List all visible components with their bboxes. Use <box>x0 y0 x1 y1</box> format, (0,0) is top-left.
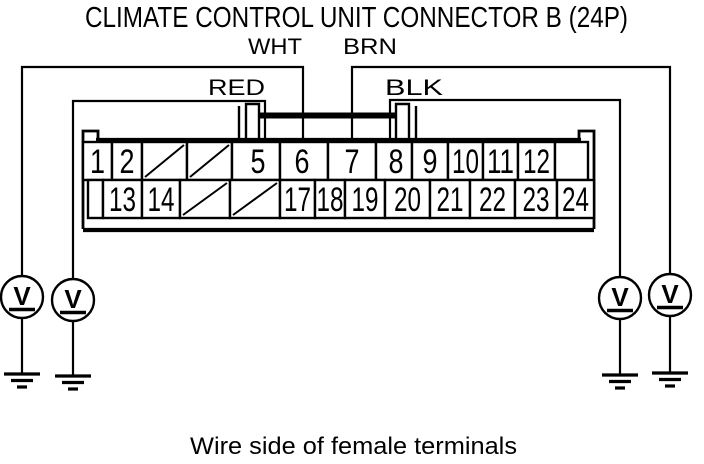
pin-number-5: 5 <box>251 143 266 181</box>
wht-wire <box>20 65 305 276</box>
pin-number-10: 10 <box>452 143 479 181</box>
pin-cell-6 <box>278 140 330 182</box>
voltmeter-1: V <box>0 274 45 320</box>
blank-cell-bottom-left <box>86 178 105 220</box>
pin-cell-2 <box>110 140 144 182</box>
pin-number-22: 22 <box>479 181 506 219</box>
pin-number-6: 6 <box>295 143 310 181</box>
pin-number-2: 2 <box>120 143 135 181</box>
pin-cell-19 <box>343 178 387 220</box>
pin-number-9: 9 <box>423 143 438 181</box>
pin-number-14: 14 <box>148 181 175 219</box>
voltmeter-v-glyph: V <box>661 279 679 309</box>
pin-cell-24 <box>555 178 596 220</box>
brn-wire <box>350 65 672 274</box>
pin-number-12: 12 <box>523 143 550 181</box>
pin-number-13: 13 <box>109 181 136 219</box>
ground-symbol-3 <box>602 373 638 390</box>
diagram-caption: Wire side of female terminals <box>190 433 517 460</box>
pin-cell-10 <box>446 140 485 182</box>
blk-wire <box>388 98 622 277</box>
wire-label-red: RED <box>208 75 265 100</box>
pin-number-1: 1 <box>90 143 105 181</box>
voltmeter-4: V <box>647 272 693 318</box>
pin-cell-5 <box>230 140 282 182</box>
pin-number-17: 17 <box>284 181 311 219</box>
voltmeter-v-glyph: V <box>64 284 82 314</box>
wire-label-wht: WHT <box>248 34 302 59</box>
hatch-mark <box>189 144 230 178</box>
wire-label-brn: BRN <box>343 34 397 59</box>
voltmeter-3: V <box>597 275 643 321</box>
hatch-mark <box>232 182 278 216</box>
pin-number-7: 7 <box>345 143 360 181</box>
voltmeter-v-glyph: V <box>611 282 629 312</box>
pin-number-23: 23 <box>523 181 550 219</box>
hatch-mark <box>144 144 185 178</box>
pin-cell-20 <box>383 178 432 220</box>
ground-symbol-1 <box>4 372 40 389</box>
connector-center-rib <box>259 112 396 119</box>
ground-symbol-2 <box>55 374 91 391</box>
pin-number-18: 18 <box>317 181 344 219</box>
right-latch-tab <box>394 102 411 138</box>
pin-number-21: 21 <box>437 181 464 219</box>
pin-cell-7 <box>326 140 378 182</box>
pin-cell-9 <box>410 140 450 182</box>
pin-number-19: 19 <box>352 181 379 219</box>
voltmeter-v-glyph: V <box>13 281 31 311</box>
pin-number-8: 8 <box>389 143 404 181</box>
red-wire <box>71 99 267 279</box>
left-latch-tab <box>244 102 261 138</box>
wire-label-blk: BLK <box>385 75 443 100</box>
diagram-title: CLIMATE CONTROL UNIT CONNECTOR B (24P) <box>85 2 628 34</box>
pin-number-11: 11 <box>487 143 514 181</box>
ground-symbol-4 <box>652 371 688 388</box>
voltmeter-2: V <box>50 277 96 323</box>
pin-cell-18 <box>313 178 347 220</box>
pin-number-20: 20 <box>394 181 421 219</box>
blank-cell-top-right <box>553 140 590 182</box>
pin-cell-14 <box>140 178 182 220</box>
hatch-mark <box>182 182 228 216</box>
pin-number-24: 24 <box>562 181 589 219</box>
